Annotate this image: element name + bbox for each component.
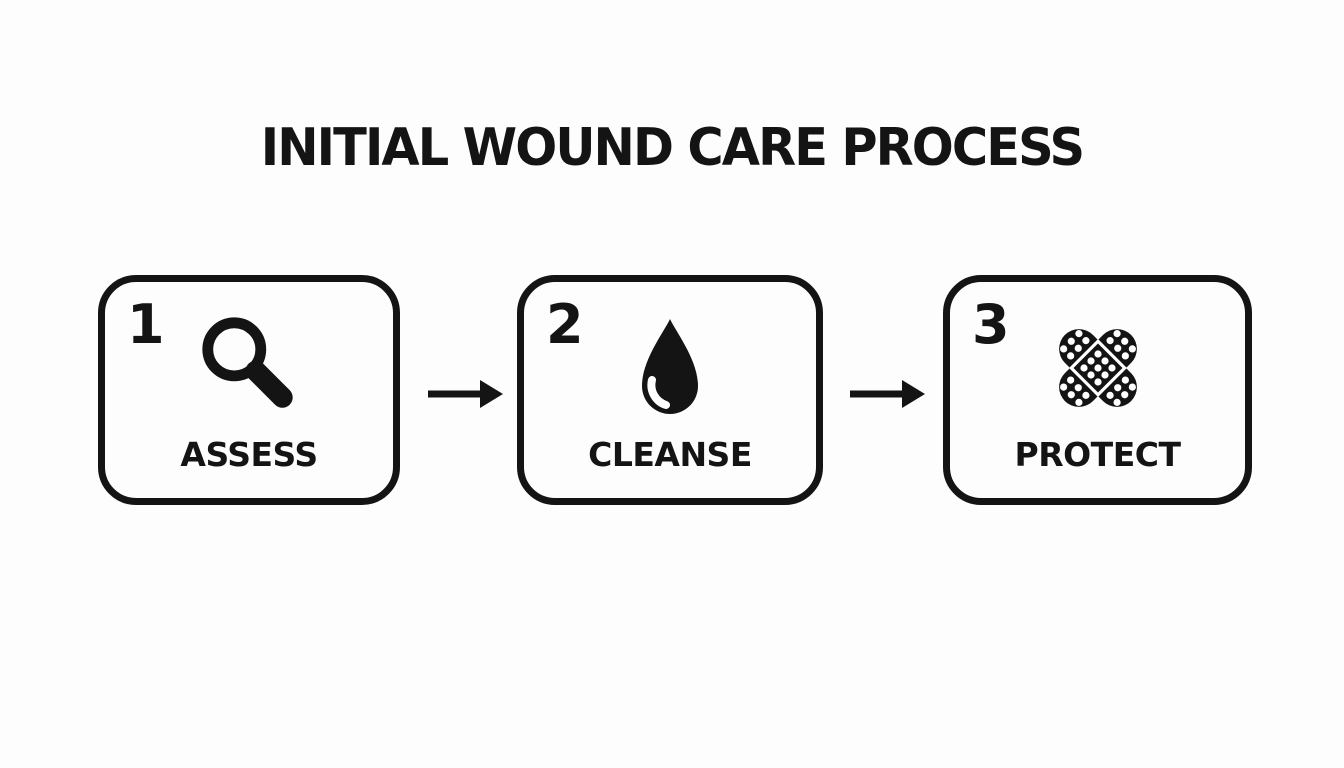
step-box-cleanse: 2 CLEANSE xyxy=(517,275,823,505)
step-number: 2 xyxy=(546,293,584,356)
page-title: INITIAL WOUND CARE PROCESS xyxy=(260,118,1085,178)
step-box-protect: 3 xyxy=(943,275,1252,505)
magnifier-icon xyxy=(105,314,393,422)
step-number: 3 xyxy=(972,293,1010,356)
step-box-assess: 1 ASSESS xyxy=(98,275,400,505)
step-label: PROTECT xyxy=(1014,435,1181,474)
step-label: ASSESS xyxy=(180,435,318,474)
step-number: 1 xyxy=(127,293,165,356)
arrow-right-icon xyxy=(428,379,504,409)
crossed-bandages-icon xyxy=(950,314,1245,422)
arrow-right-icon xyxy=(850,379,926,409)
step-label: CLEANSE xyxy=(588,435,752,474)
water-drop-icon xyxy=(524,318,816,418)
